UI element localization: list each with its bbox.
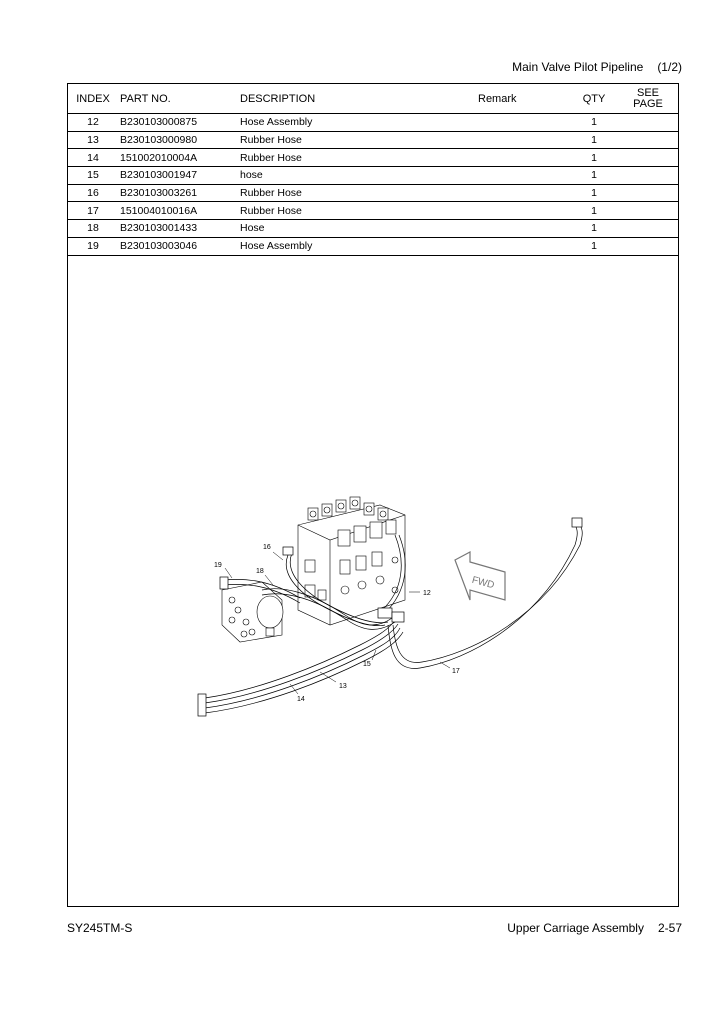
cell-part-no: B230103003261 [118, 184, 240, 203]
footer-model: SY245TM-S [67, 921, 133, 935]
hose-lines [204, 524, 583, 714]
cell-description: Rubber Hose [240, 131, 472, 150]
main-valve-illustration [297, 496, 406, 626]
cell-index: 13 [68, 131, 118, 150]
cell-part-no: B230103001433 [118, 219, 240, 238]
cell-see-page [618, 131, 678, 150]
cell-qty: 1 [570, 219, 618, 238]
cell-description: Hose Assembly [240, 113, 472, 132]
parts-frame: INDEX PART NO. DESCRIPTION Remark QTY SE… [67, 83, 679, 907]
cell-description: Rubber Hose [240, 184, 472, 203]
callout-13: 13 [339, 683, 347, 690]
cell-description: Hose Assembly [240, 237, 472, 256]
col-part-no: PART NO. [118, 84, 240, 114]
cell-remark [472, 201, 570, 221]
cell-part-no: 151004010016A [118, 201, 240, 221]
cell-qty: 1 [570, 201, 618, 221]
page-header: Main Valve Pilot Pipeline (1/2) [512, 60, 682, 74]
cell-see-page [618, 113, 678, 132]
cell-see-page [618, 219, 678, 238]
cell-index: 19 [68, 237, 118, 256]
cell-description: Rubber Hose [240, 201, 472, 221]
cell-remark [472, 113, 570, 132]
footer-page-number: 2-57 [657, 921, 682, 935]
cell-remark [472, 237, 570, 256]
callout-16: 16 [263, 544, 271, 551]
hose-fittings [197, 517, 583, 717]
cell-remark [472, 219, 570, 238]
cell-see-page [618, 166, 678, 185]
callout-17: 17 [452, 668, 460, 675]
section-title: Main Valve Pilot Pipeline [512, 60, 644, 74]
cell-see-page [618, 201, 678, 221]
page-part: (1/2) [657, 60, 682, 74]
callout-12: 12 [423, 590, 431, 597]
cell-remark [472, 166, 570, 185]
see-page-line1: SEE [636, 86, 659, 99]
cell-qty: 1 [570, 131, 618, 150]
footer-section: Upper Carriage Assembly [507, 921, 644, 935]
callout-19: 19 [214, 562, 222, 569]
cell-description: Hose [240, 219, 472, 238]
callout-14: 14 [297, 696, 305, 703]
col-description: DESCRIPTION [240, 84, 472, 114]
table-header-row: INDEX PART NO. DESCRIPTION Remark QTY SE… [68, 84, 678, 114]
cell-qty: 1 [570, 237, 618, 256]
callout-15: 15 [363, 661, 371, 668]
cell-qty: 1 [570, 148, 618, 168]
cell-see-page [618, 184, 678, 203]
cell-part-no: B230103000980 [118, 131, 240, 150]
cell-remark [472, 184, 570, 203]
cell-description: Rubber Hose [240, 148, 472, 168]
col-qty: QTY [570, 84, 618, 114]
col-index: INDEX [68, 84, 118, 114]
page-footer: Upper Carriage Assembly 2-57 [507, 921, 682, 935]
cell-remark [472, 148, 570, 168]
cell-part-no: B230103003046 [118, 237, 240, 256]
cell-see-page [618, 237, 678, 256]
parts-table: INDEX PART NO. DESCRIPTION Remark QTY SE… [68, 84, 678, 256]
col-remark: Remark [472, 84, 570, 114]
cell-index: 12 [68, 113, 118, 132]
cell-remark [472, 131, 570, 150]
callout-18: 18 [256, 568, 264, 575]
cell-part-no: B230103000875 [118, 113, 240, 132]
cell-qty: 1 [570, 113, 618, 132]
cell-part-no: 151002010004A [118, 148, 240, 168]
cell-index: 16 [68, 184, 118, 203]
cell-qty: 1 [570, 184, 618, 203]
see-page-line2: PAGE [633, 97, 663, 110]
cell-index: 17 [68, 201, 118, 221]
callout-leaders [224, 551, 451, 695]
cell-index: 15 [68, 166, 118, 185]
cell-see-page [618, 148, 678, 168]
fwd-arrow: FWD [454, 551, 506, 601]
cell-part-no: B230103001947 [118, 166, 240, 185]
pilot-block-illustration [221, 581, 284, 643]
cell-index: 14 [68, 148, 118, 168]
cell-description: hose [240, 166, 472, 185]
cell-qty: 1 [570, 166, 618, 185]
cell-index: 18 [68, 219, 118, 238]
